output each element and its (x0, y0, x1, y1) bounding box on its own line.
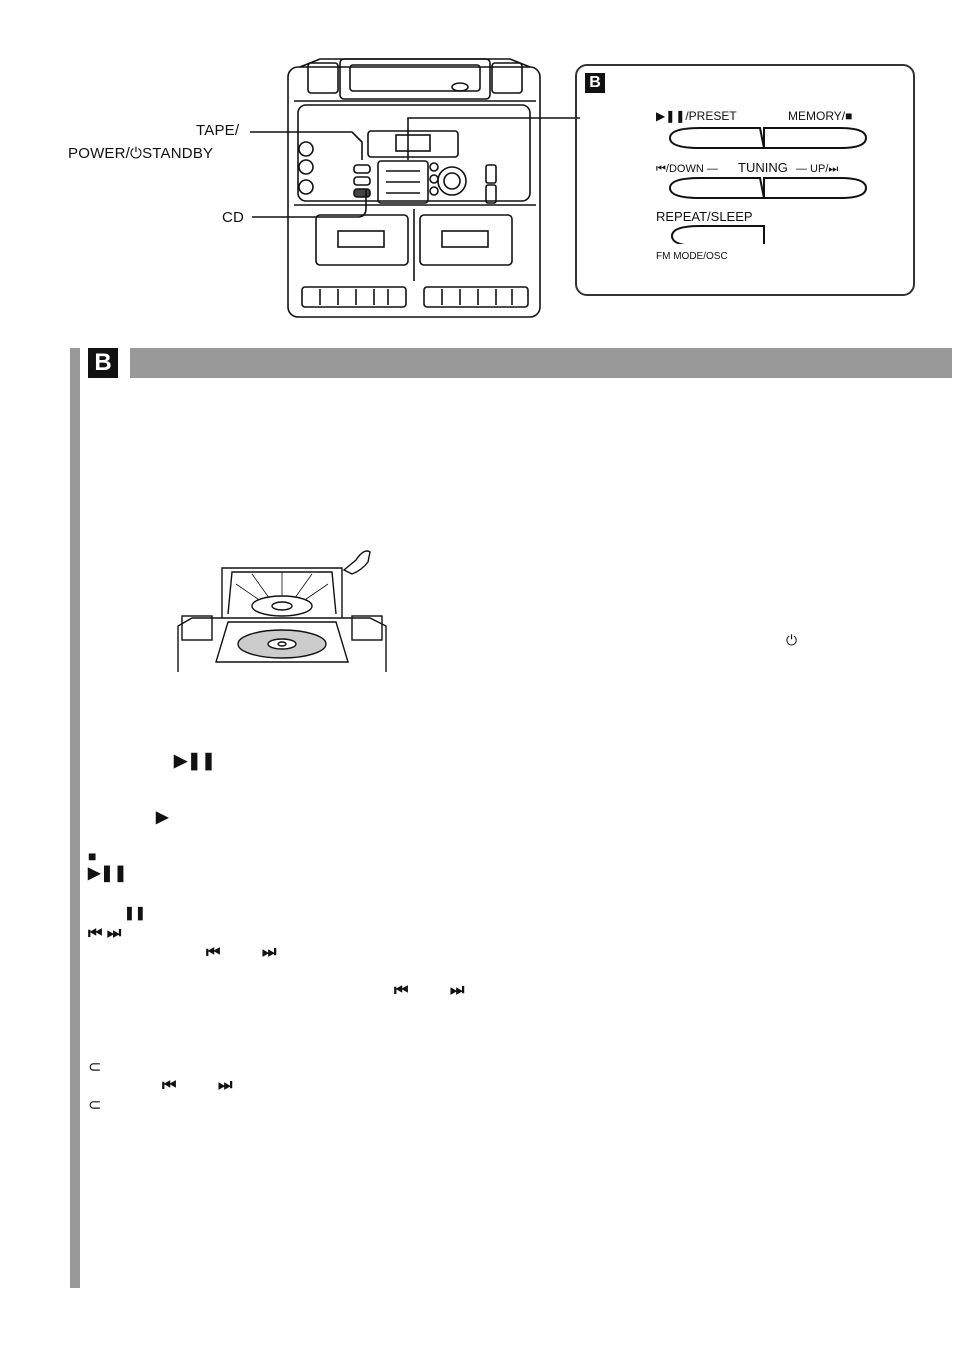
inset-panel (575, 64, 915, 296)
repeat-icon-1: ⊂ (88, 1059, 102, 1076)
section-header-bar (130, 348, 952, 378)
skip-next-icon-2: ⏭ (450, 982, 465, 999)
skip-next-icon-3: ⏭ (218, 1077, 233, 1094)
play-pause-icon-2: ▶❚❚ (88, 865, 128, 882)
play-preset-label: ▶❚❚/PRESET (656, 109, 737, 123)
stop-icon: ■ (88, 848, 97, 864)
skip-prev-icon-3: ⏮ (162, 1077, 177, 1094)
inset-badge: B (585, 73, 605, 93)
memory-stop-label: MEMORY/■ (788, 109, 853, 123)
skip-next-icon-1: ⏭ (262, 944, 277, 961)
section-sidebar (70, 348, 80, 1288)
play-pause-icon: ▶❚❚ (174, 751, 216, 770)
tuning-up-button (763, 177, 868, 199)
tape-power-label: TAPE/ (196, 122, 240, 139)
stereo-illustration (287, 58, 541, 318)
repeat-sleep-button (670, 225, 765, 244)
cd-label: CD (222, 209, 245, 226)
tuning-label: TUNING (738, 160, 788, 175)
up-label: — UP/⏭ (796, 163, 839, 175)
skip-prev-icon-2: ⏮ (394, 982, 409, 999)
section-badge: B (88, 348, 118, 378)
callout-lines (250, 117, 580, 218)
repeat-sleep-label: REPEAT/SLEEP (656, 209, 753, 224)
skip-pair-icon: ⏮ ⏭ (88, 925, 122, 942)
power-standby-label: POWER/⏻STANDBY (68, 145, 214, 162)
cd-loading-illustration (177, 550, 387, 672)
skip-prev-icon-1: ⏮ (206, 944, 221, 961)
inset-buttons (668, 127, 868, 244)
repeat-icon-2: ⊂ (88, 1097, 102, 1114)
memory-stop-button (763, 127, 868, 149)
play-icon: ▶ (156, 809, 169, 826)
fm-mode-label: FM MODE/OSC (656, 251, 728, 262)
pause-icon: ❚❚ (124, 905, 146, 920)
tuning-down-button (668, 177, 766, 199)
down-label: ⏮/DOWN — (656, 163, 718, 175)
play-preset-button (668, 127, 766, 149)
power-icon: ⏻ (786, 632, 798, 648)
